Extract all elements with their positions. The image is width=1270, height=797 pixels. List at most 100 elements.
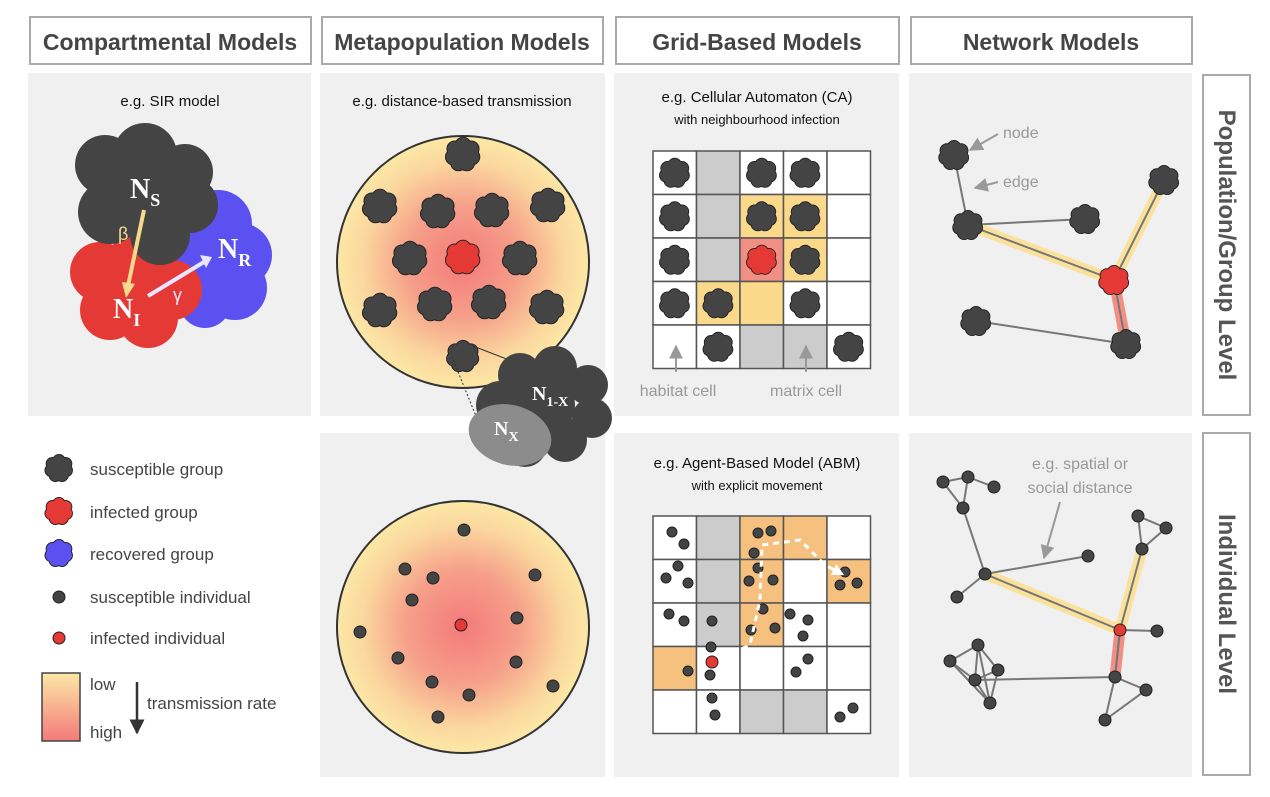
- susceptible-individual: [752, 527, 764, 539]
- susceptible-individual: [987, 480, 1001, 494]
- row-label-individual: Individual Level: [1213, 514, 1240, 694]
- susceptible-individual: [704, 669, 716, 681]
- distance-caption2: social distance: [1028, 480, 1133, 497]
- susceptible-individual: [425, 675, 439, 689]
- edge: [1113, 179, 1165, 281]
- susceptible-individual: [682, 665, 694, 677]
- nr-label: NR: [218, 234, 252, 270]
- edge: [977, 644, 991, 704]
- grid-cell: [782, 515, 828, 561]
- edge: [962, 507, 986, 575]
- susceptible-individual: [991, 663, 1005, 677]
- susceptible-individual: [968, 673, 982, 687]
- ca-caption2: with neighbourhood infection: [673, 112, 840, 127]
- grid-cell: [695, 150, 741, 196]
- grid-cell: [826, 515, 872, 561]
- susceptible-individual: [462, 688, 476, 702]
- abm-grid: [652, 515, 872, 735]
- legend-transmission-rate: transmission rate: [147, 694, 276, 713]
- grid-cell: [782, 645, 828, 691]
- susceptible-group: [789, 157, 821, 188]
- edge: [975, 320, 1127, 345]
- ns-label: NS: [130, 174, 160, 210]
- susceptible-group: [746, 157, 777, 188]
- beta-arrow: [126, 209, 146, 287]
- susceptible-group: [659, 244, 690, 275]
- susceptible-individual: [834, 579, 846, 591]
- grid-cell: [652, 324, 698, 370]
- edge: [1119, 548, 1143, 631]
- column-headers: Compartmental Models Metapopulation Mode…: [29, 16, 1193, 65]
- susceptible-group: [1148, 164, 1180, 196]
- susceptible-individual: [528, 568, 542, 582]
- beta-label: β: [118, 224, 128, 244]
- legend-susceptible-individual: susceptible individual: [90, 588, 251, 607]
- susceptible-individual: [426, 571, 440, 585]
- metapop-bottom-panel: [336, 500, 590, 754]
- susceptible-group: [361, 292, 398, 328]
- susceptible-individual: [391, 651, 405, 665]
- susceptible-individual: [743, 575, 755, 587]
- susceptible-cloud: [75, 123, 218, 265]
- row-label-population: Population/Group Level: [1213, 110, 1240, 381]
- grid-cell: [695, 237, 741, 283]
- susceptible-individual: [765, 525, 777, 537]
- susceptible-group: [361, 188, 398, 224]
- susceptible-individual: [851, 577, 863, 589]
- susceptible-group: [789, 201, 821, 232]
- edge-label: edge: [1003, 174, 1039, 191]
- recovered-group-icon: [44, 539, 73, 567]
- susceptible-individual: [936, 475, 950, 489]
- grid-cell: [826, 602, 872, 648]
- grid-cell: [739, 324, 785, 370]
- susceptible-group: [659, 288, 690, 319]
- grid-cell: [652, 689, 698, 735]
- legend-recovered-group: recovered group: [90, 545, 214, 564]
- infected-individual: [454, 618, 468, 632]
- susceptible-individual: [706, 692, 718, 704]
- n1x-label: N1-X: [532, 383, 568, 410]
- susceptible-individual: [663, 608, 675, 620]
- susceptible-individual: [790, 666, 802, 678]
- susceptible-individual: [1139, 683, 1153, 697]
- susceptible-individual: [546, 679, 560, 693]
- susceptible-group: [789, 288, 821, 319]
- susceptible-group: [444, 136, 481, 172]
- edge: [1104, 676, 1116, 721]
- susceptible-individual: [353, 625, 367, 639]
- susceptible-individual: [457, 523, 471, 537]
- edge: [1104, 689, 1147, 721]
- susceptible-individual: [769, 622, 781, 634]
- habitat-cell-label: habitat cell: [640, 383, 717, 400]
- ca-grid: [652, 150, 872, 370]
- susceptible-group: [1069, 203, 1101, 235]
- matrix-cell-label: matrix cell: [770, 383, 842, 400]
- header-grid: Grid-Based Models: [652, 29, 862, 55]
- grid-cell: [695, 558, 741, 604]
- grid-top-panel: e.g. Cellular Automaton (CA) with neighb…: [640, 89, 872, 400]
- susceptible-individual: [834, 711, 846, 723]
- grid-bottom-panel: e.g. Agent-Based Model (ABM) with explic…: [652, 455, 872, 735]
- grid-cell: [739, 280, 785, 326]
- susceptible-group-icon: [44, 454, 73, 482]
- infected-group: [746, 244, 777, 275]
- grid-cell: [826, 150, 872, 196]
- susceptible-individual: [839, 566, 851, 578]
- grid-cell: [782, 558, 828, 604]
- legend-infected-group: infected group: [90, 503, 198, 522]
- susceptible-individual: [1108, 670, 1122, 684]
- susceptible-individual: [709, 709, 721, 721]
- grid-cell: [782, 689, 828, 735]
- header-network: Network Models: [963, 29, 1139, 55]
- susceptible-group: [446, 339, 480, 373]
- infected-group: [1098, 264, 1130, 296]
- susceptible-individual: [802, 653, 814, 665]
- susceptible-individual: [1159, 521, 1173, 535]
- grid-cell: [695, 515, 741, 561]
- susceptible-individual: [672, 560, 684, 572]
- legend-low: low: [90, 675, 116, 694]
- grid-cell: [695, 193, 741, 239]
- grid-cell: [826, 558, 872, 604]
- susceptible-individual: [509, 655, 523, 669]
- susceptible-individual: [706, 615, 718, 627]
